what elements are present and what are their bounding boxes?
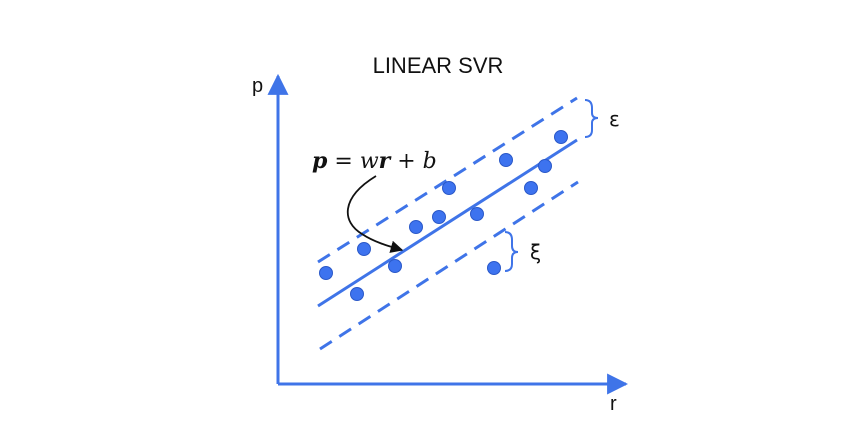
x-axis-label: r <box>610 393 617 415</box>
data-point <box>487 261 501 275</box>
data-point <box>319 266 333 280</box>
epsilon-brace <box>584 99 599 138</box>
data-point <box>499 153 513 167</box>
data-point <box>357 242 371 256</box>
equation-var: r <box>379 148 392 174</box>
data-point <box>442 181 456 195</box>
equation-lhs: p <box>312 148 328 174</box>
equation-coef: w <box>360 149 379 174</box>
xi-brace <box>504 231 519 272</box>
upper-margin-line <box>317 96 578 264</box>
data-point <box>350 287 364 301</box>
data-point <box>388 259 402 273</box>
data-point <box>409 220 423 234</box>
equation-equals: = <box>327 149 359 174</box>
data-point <box>470 207 484 221</box>
diagram-title: LINEAR SVR <box>373 53 504 78</box>
data-point <box>554 130 568 144</box>
xi-label: ξ <box>530 240 541 264</box>
data-point <box>432 210 446 224</box>
regression-equation: p = wr + b <box>312 148 437 174</box>
lower-margin-line <box>319 180 579 351</box>
data-point <box>524 181 538 195</box>
regression-line <box>317 138 578 308</box>
equation-intercept: b <box>423 149 437 174</box>
epsilon-label: ε <box>609 107 620 131</box>
y-axis-label: p <box>252 75 263 97</box>
equation-pointer-arrow <box>347 175 404 253</box>
data-points <box>319 130 568 301</box>
data-point <box>538 159 552 173</box>
equation-plus: + <box>390 149 422 174</box>
